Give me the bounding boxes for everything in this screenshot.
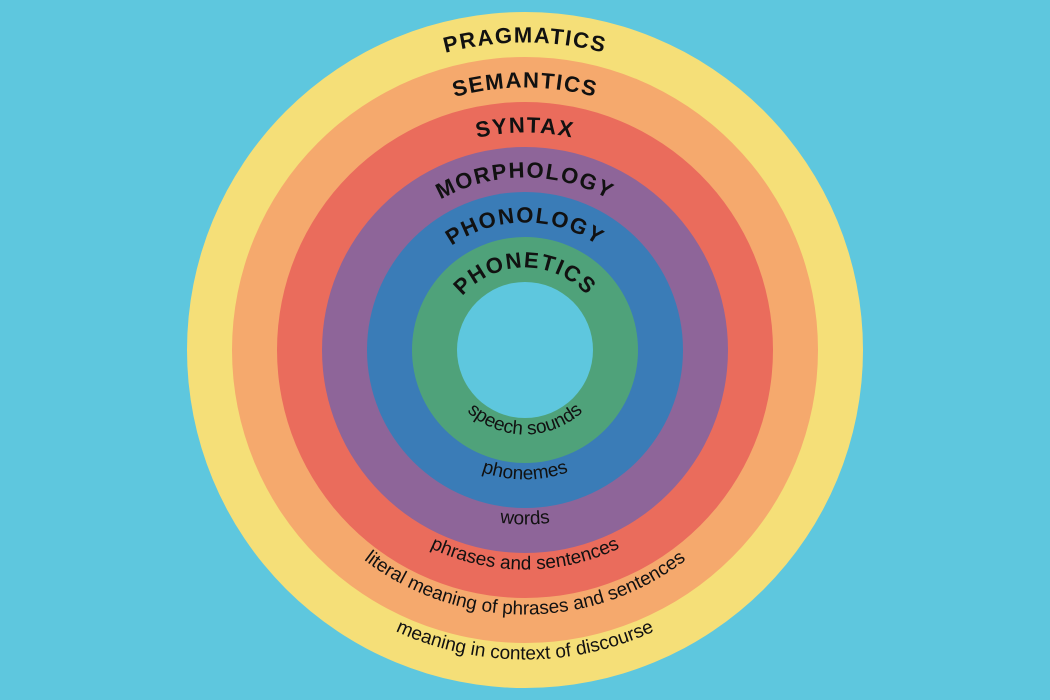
layer-description-morphology: words [498,507,551,530]
center-hole [457,282,593,418]
